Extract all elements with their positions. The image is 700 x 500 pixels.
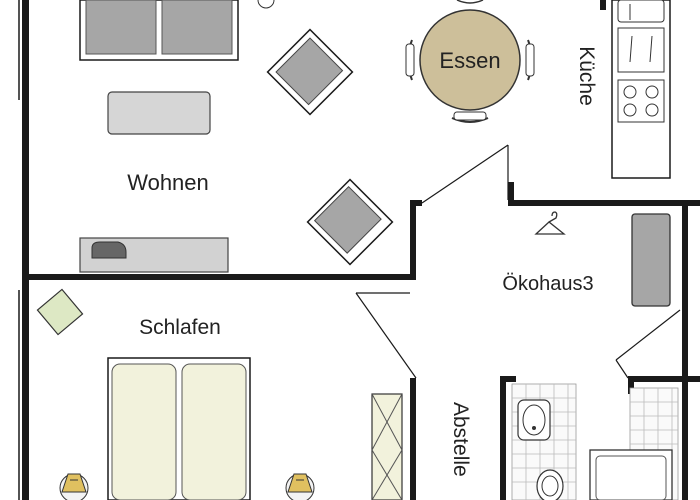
outer-wall-right bbox=[682, 206, 688, 500]
walls bbox=[22, 0, 700, 500]
wall-bath-left bbox=[500, 376, 506, 500]
wall-bath-top-right bbox=[628, 376, 700, 382]
coffee-table bbox=[107, 91, 211, 135]
wall-kitchen-stub bbox=[508, 182, 514, 206]
wash-basin bbox=[517, 399, 551, 441]
label-kueche: Küche bbox=[575, 46, 598, 106]
kitchen-cabinet bbox=[617, 27, 665, 73]
bathroom bbox=[511, 383, 679, 500]
door-bath bbox=[615, 309, 681, 361]
outer-wall-left bbox=[22, 0, 29, 500]
stove bbox=[617, 79, 665, 123]
dining-set bbox=[405, 0, 535, 123]
wall-schlafen-right bbox=[410, 378, 416, 500]
wardrobe bbox=[631, 213, 671, 307]
wall-kitchen-bottom bbox=[508, 200, 700, 206]
label-abstell: Abstelle bbox=[449, 402, 472, 477]
label-essen: Essen bbox=[439, 48, 500, 73]
wall-wohnen-right bbox=[410, 200, 416, 280]
wall-bath-right-stub bbox=[628, 376, 634, 394]
sideboard bbox=[79, 237, 229, 273]
wall-wohnen-schlafen bbox=[22, 274, 416, 280]
sink bbox=[617, 0, 665, 23]
kitchen-counter bbox=[611, 0, 671, 179]
label-wohnen: Wohnen bbox=[127, 170, 209, 195]
shower bbox=[589, 449, 673, 500]
lamp-right-icon bbox=[285, 473, 315, 500]
armchair-top bbox=[266, 28, 354, 116]
door-schlafen bbox=[355, 292, 417, 379]
bed bbox=[107, 357, 251, 500]
doors bbox=[355, 144, 681, 379]
label-schlafen: Schlafen bbox=[139, 316, 221, 339]
toilet bbox=[536, 469, 564, 500]
wall-kitchen-top bbox=[600, 0, 606, 10]
sofa-top bbox=[79, 0, 239, 61]
label-flur: Ökohaus3 bbox=[502, 273, 593, 295]
chair-top bbox=[456, 0, 484, 4]
lamp-left-icon bbox=[59, 473, 89, 500]
door-wohnen bbox=[421, 144, 509, 204]
coat-hanger-icon bbox=[534, 211, 566, 235]
plant-icon bbox=[36, 288, 84, 336]
wall-wohnen-stub bbox=[410, 200, 422, 206]
bedroom-wardrobe bbox=[371, 393, 403, 500]
wall-bath-top-left bbox=[500, 376, 516, 382]
armchair-bottom bbox=[306, 178, 394, 266]
lamp-top bbox=[257, 0, 275, 9]
dining-table bbox=[419, 9, 521, 111]
